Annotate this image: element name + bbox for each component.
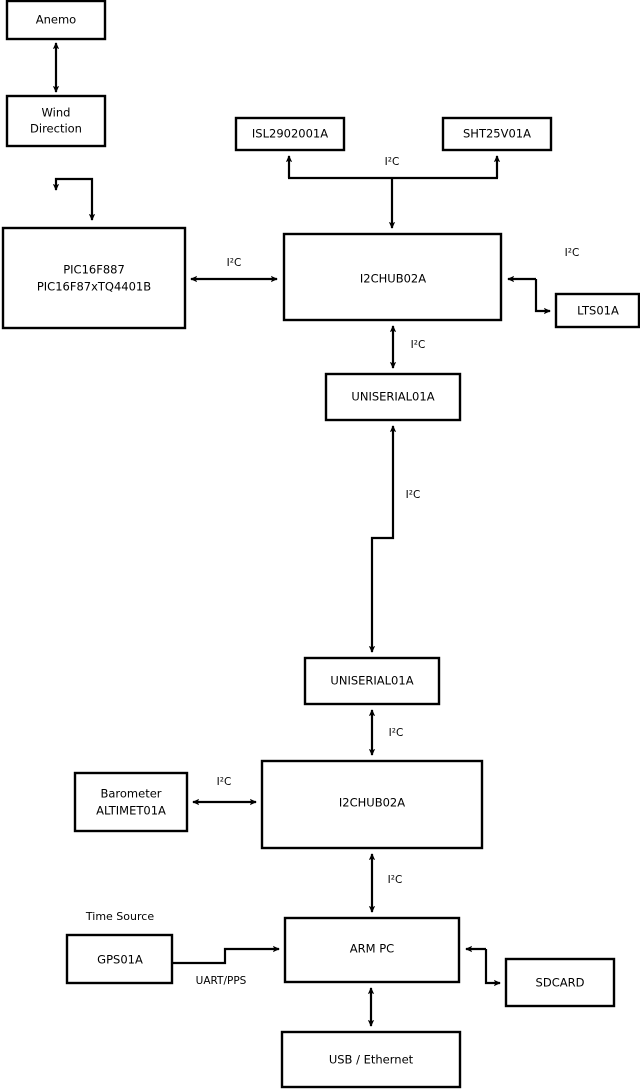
edge-armpc-sdcard: [465, 945, 501, 987]
node-box-isl2902001a[interactable]: [234, 116, 346, 152]
node-label-wind-line2: Direction: [30, 122, 82, 136]
edge-label-hub-uniserial: I²C: [411, 339, 426, 351]
edge-barometer-hub: I²C: [192, 776, 257, 806]
label-time-source: Time Source: [85, 910, 154, 923]
node-label-arm-pc: ARM PC: [350, 942, 394, 956]
node-label-uniserial01a-top: UNISERIAL01A: [351, 390, 434, 404]
edge-label-hub-armpc: I²C: [388, 874, 403, 886]
edge-gps-armpc: UART/PPS: [172, 945, 280, 987]
node-anemo[interactable]: Anemo: [5, 0, 107, 41]
node-label-isl2902001a: ISL2902001A: [252, 127, 328, 141]
edge-line-gps-armpc: [172, 945, 280, 965]
node-gps01a[interactable]: GPS01A: [65, 933, 174, 985]
node-label-pic-line1: PIC16F887: [63, 263, 125, 277]
node-label-barometer-line2: ALTIMET01A: [96, 804, 166, 818]
edge-line-uniserial-link: [368, 425, 397, 653]
node-box-pic[interactable]: [1, 226, 187, 330]
node-label-i2chub02a-bottom: I2CHUB02A: [339, 796, 405, 810]
edge-label-gps-armpc: UART/PPS: [196, 975, 247, 987]
node-pic[interactable]: PIC16F887 PIC16F87xTQ4401B: [1, 226, 187, 330]
node-uniserial01a-bottom[interactable]: UNISERIAL01A: [303, 656, 441, 706]
node-label-uniserial01a-bottom: UNISERIAL01A: [330, 674, 413, 688]
edge-hub-lts: I²C: [507, 247, 580, 315]
node-box-arm-pc[interactable]: [283, 916, 461, 984]
edge-wind-pic: [52, 177, 96, 221]
node-label-lts01a: LTS01A: [577, 304, 619, 318]
node-box-barometer[interactable]: [73, 771, 189, 833]
edge-pic-hub-top: I²C: [190, 257, 278, 283]
node-barometer[interactable]: Barometer ALTIMET01A: [73, 771, 189, 833]
edge-uniserial-hub-bot: I²C: [368, 709, 404, 756]
node-wind-direction[interactable]: Wind Direction: [5, 94, 107, 148]
edge-uniserial-link: I²C: [368, 425, 421, 653]
edge-label-sensors-bus: I²C: [385, 156, 400, 168]
node-isl2902001a[interactable]: ISL2902001A: [234, 116, 346, 152]
node-box-uniserial01a-bottom[interactable]: [303, 656, 441, 706]
node-label-usb-ethernet: USB / Ethernet: [329, 1053, 414, 1067]
node-uniserial01a-top[interactable]: UNISERIAL01A: [324, 372, 462, 422]
node-i2chub02a-bottom[interactable]: I2CHUB02A: [260, 759, 484, 850]
node-box-wind-direction[interactable]: [5, 94, 107, 148]
node-box-lts01a[interactable]: [554, 292, 640, 329]
edge-hub-armpc: I²C: [368, 853, 403, 913]
node-sdcard[interactable]: SDCARD: [504, 957, 616, 1008]
node-i2chub02a-top[interactable]: I2CHUB02A: [282, 232, 503, 322]
edge-label-pic-hub: I²C: [227, 257, 242, 269]
node-label-anemo: Anemo: [36, 13, 76, 27]
edge-line-hub-to-lts: [534, 279, 551, 315]
node-label-barometer-line1: Barometer: [100, 787, 161, 801]
edge-label-uniserial-link: I²C: [406, 489, 421, 501]
node-box-anemo[interactable]: [5, 0, 107, 41]
node-box-sht25v01a[interactable]: [441, 116, 553, 152]
node-label-gps01a: GPS01A: [97, 953, 143, 967]
node-box-usb-ethernet[interactable]: [280, 1030, 462, 1089]
edge-line-armpc-to-sdcard: [484, 949, 501, 987]
edge-sensor-bus: I²C: [285, 155, 501, 229]
node-arm-pc[interactable]: ARM PC: [283, 916, 461, 984]
edge-label-hub-lts: I²C: [565, 247, 580, 259]
edge-label-uniserial-hub-bot: I²C: [389, 727, 404, 739]
node-box-uniserial01a-top[interactable]: [324, 372, 462, 422]
node-box-sdcard[interactable]: [504, 957, 616, 1008]
node-label-sht25v01a: SHT25V01A: [463, 127, 531, 141]
edge-line-wind-pic: [52, 177, 96, 221]
node-label-wind-line1: Wind: [42, 106, 71, 120]
node-box-i2chub02a-top[interactable]: [282, 232, 503, 322]
node-box-gps01a[interactable]: [65, 933, 174, 985]
node-label-sdcard: SDCARD: [536, 976, 585, 990]
edge-label-barometer-hub: I²C: [217, 776, 232, 788]
node-sht25v01a[interactable]: SHT25V01A: [441, 116, 553, 152]
node-label-i2chub02a-top: I2CHUB02A: [360, 272, 426, 286]
node-box-i2chub02a-bottom[interactable]: [260, 759, 484, 850]
edge-hub-uniserial-top: I²C: [389, 325, 426, 369]
node-label-pic-line2: PIC16F87xTQ4401B: [37, 280, 151, 294]
node-lts01a[interactable]: LTS01A: [554, 292, 640, 329]
node-usb-ethernet[interactable]: USB / Ethernet: [280, 1030, 462, 1089]
